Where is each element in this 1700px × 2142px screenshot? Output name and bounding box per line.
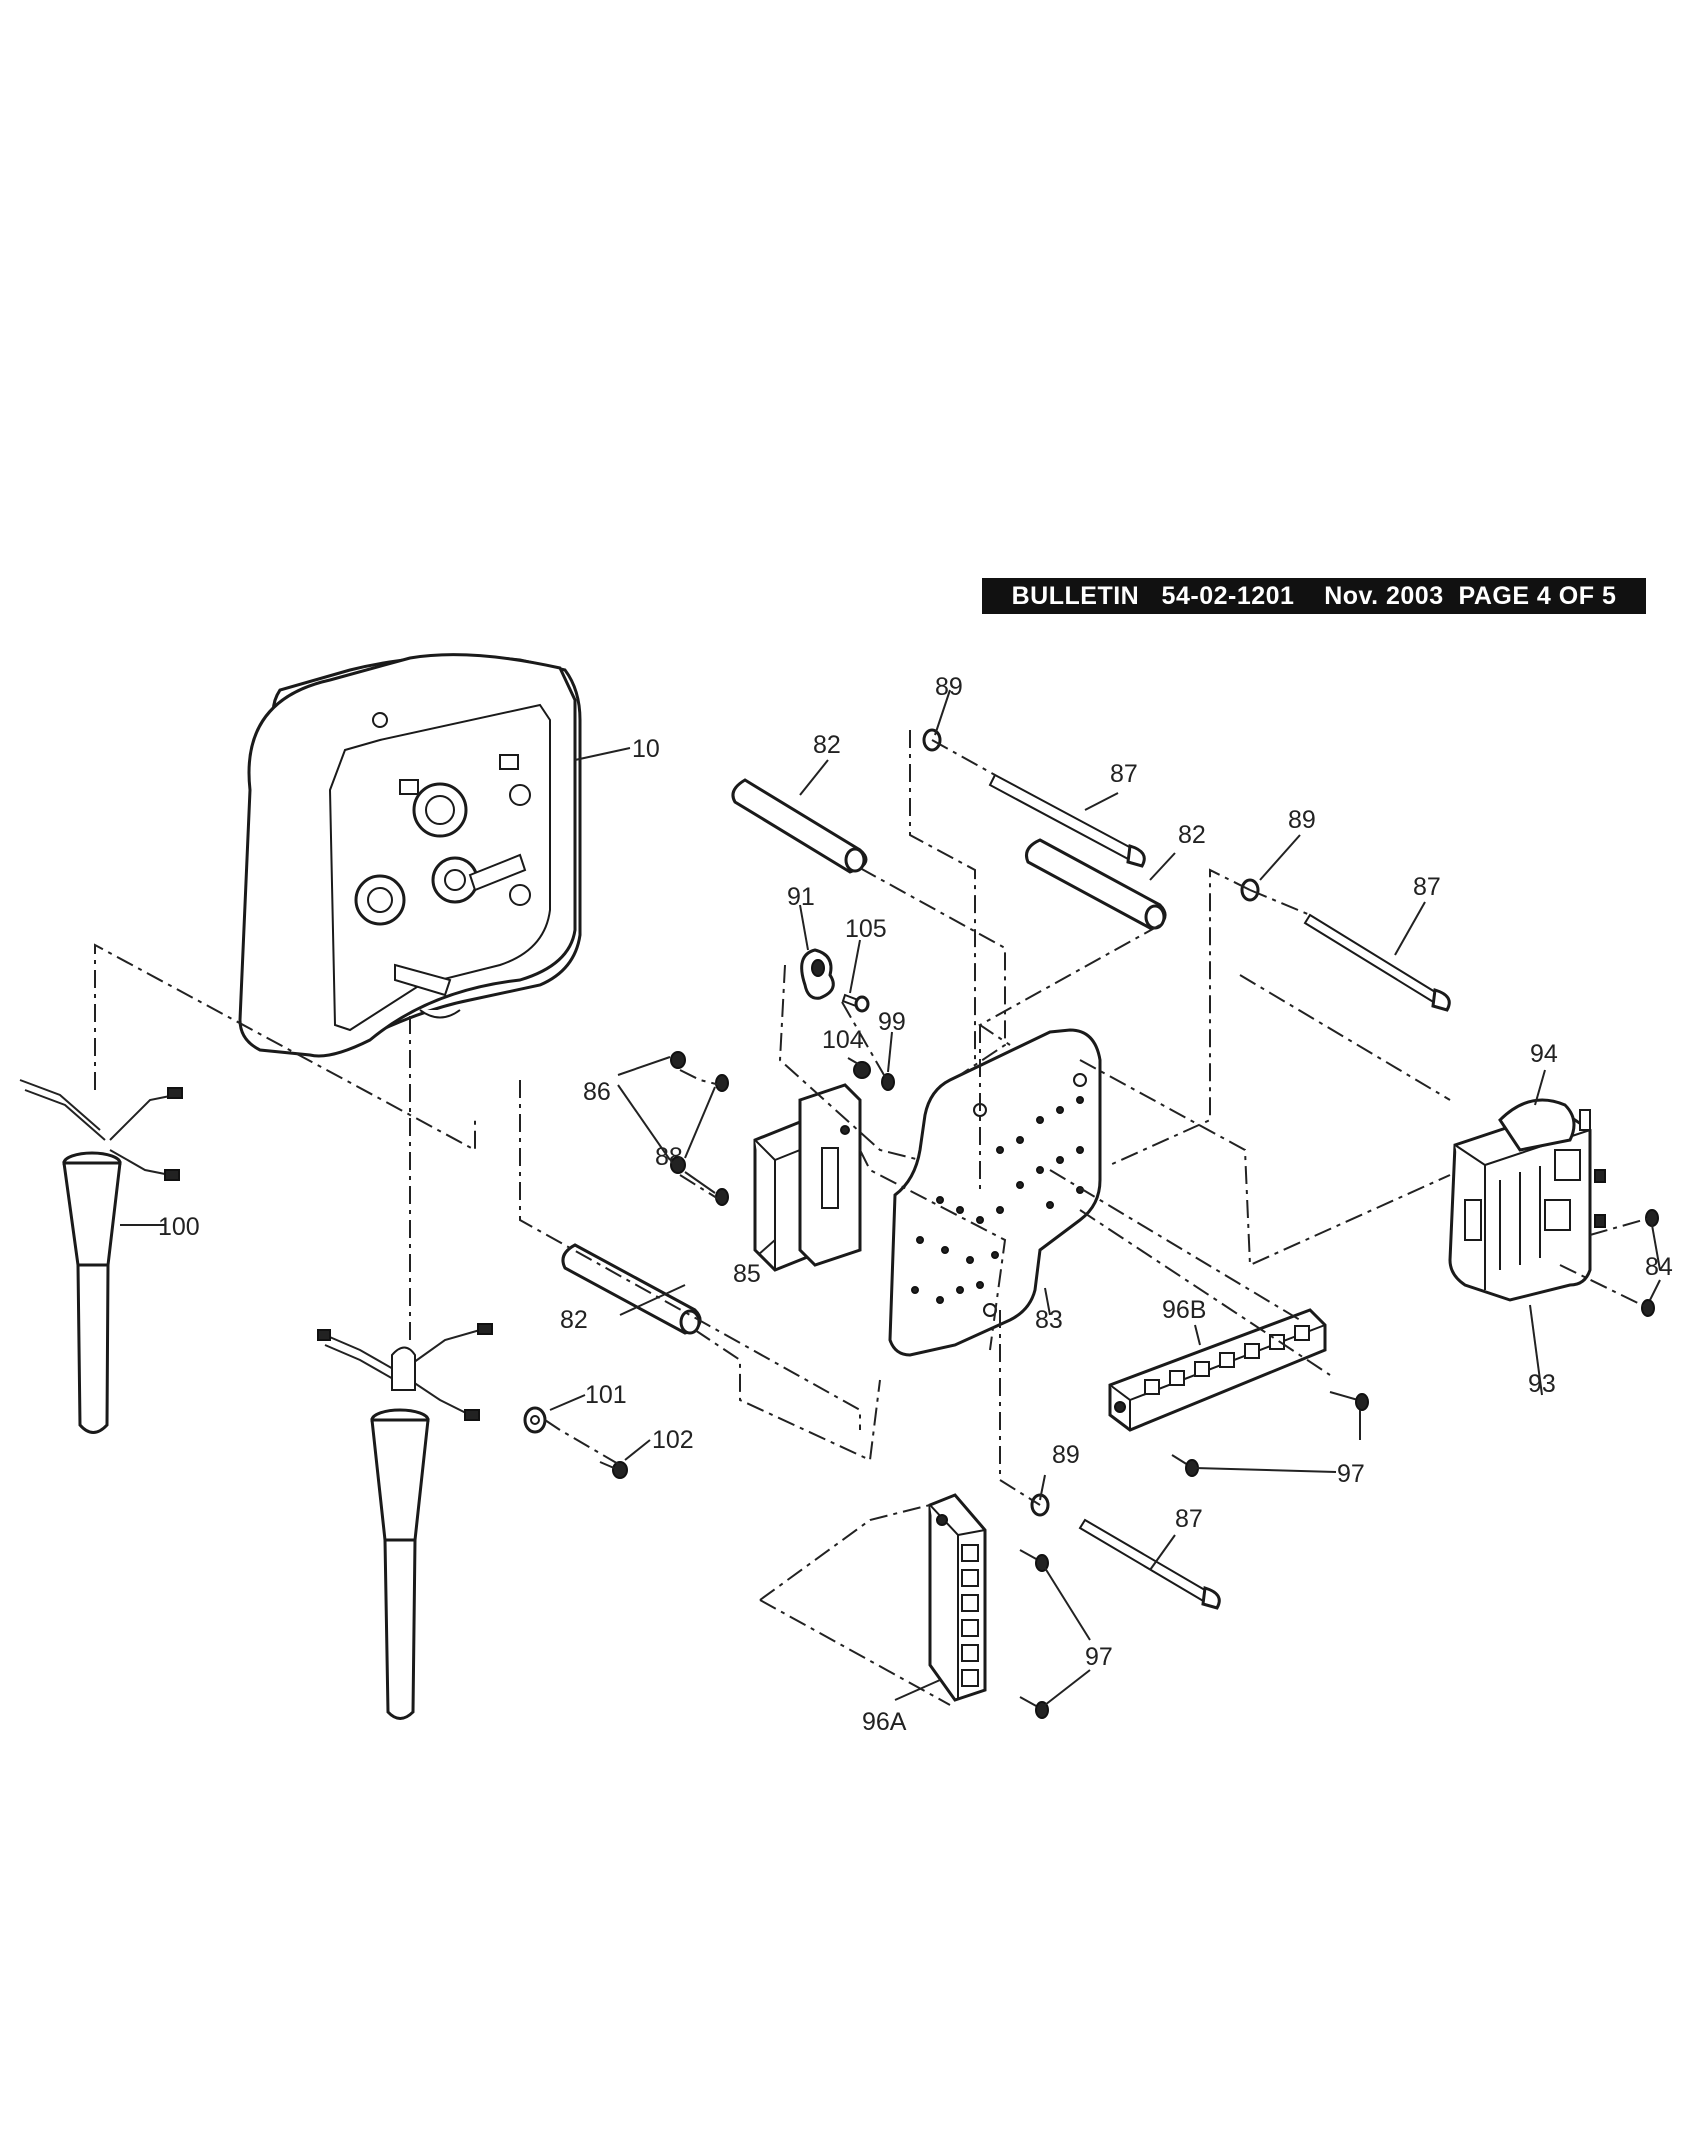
probe-assembly-center — [317, 1323, 493, 1720]
callout-100: 100 — [158, 1213, 200, 1241]
callout-89-bottom: 89 — [1052, 1441, 1080, 1469]
transformer-85 — [753, 1083, 862, 1272]
assembly-lines — [94, 730, 1651, 1706]
callout-82-right: 82 — [1178, 821, 1206, 849]
screw-97-b — [1171, 1454, 1199, 1477]
callout-99: 99 — [878, 1008, 906, 1036]
terminal-strip-96a — [928, 1493, 987, 1702]
rod-87-top — [988, 773, 1146, 868]
callout-101: 101 — [585, 1381, 627, 1409]
callout-104: 104 — [822, 1026, 864, 1054]
callout-93: 93 — [1528, 1370, 1556, 1398]
screw-105 — [841, 993, 870, 1013]
spacer-82-right — [1025, 838, 1167, 930]
callout-labels: 10 82 89 87 82 89 87 91 105 104 99 86 88… — [158, 673, 1673, 1736]
nut-104 — [853, 1061, 871, 1079]
board-holes — [911, 1073, 1087, 1317]
callout-88: 88 — [655, 1143, 683, 1171]
rod-87-bottom — [1078, 1518, 1221, 1610]
callout-102: 102 — [652, 1426, 694, 1454]
callout-85: 85 — [733, 1260, 761, 1288]
washer-88-top — [715, 1074, 729, 1092]
spacer-82-top — [731, 778, 868, 874]
callout-84: 84 — [1645, 1253, 1673, 1281]
screw-97-a — [1329, 1391, 1369, 1411]
callout-87-bottom: 87 — [1175, 1505, 1203, 1533]
housing-part-10 — [238, 653, 582, 1058]
callout-86: 86 — [583, 1078, 611, 1106]
terminal-strip-96b — [1108, 1308, 1327, 1432]
screw-97-c — [1019, 1549, 1049, 1572]
screw-86-bottom — [670, 1156, 686, 1174]
callout-82-bottom: 82 — [560, 1306, 588, 1334]
callout-82-top: 82 — [813, 731, 841, 759]
bulletin-header: BULLETIN 54-02-1201 Nov. 2003 PAGE 4 OF … — [982, 578, 1646, 614]
callout-96a: 96A — [862, 1708, 907, 1736]
callout-89-right: 89 — [1288, 806, 1316, 834]
leader-lines — [120, 689, 1661, 1706]
callout-97-bottom: 97 — [1085, 1643, 1113, 1671]
screw-84-bottom — [1641, 1299, 1655, 1317]
callout-96b: 96B — [1162, 1296, 1206, 1324]
callout-87-top: 87 — [1110, 760, 1138, 788]
callout-89-top: 89 — [935, 673, 963, 701]
callout-97-right: 97 — [1337, 1460, 1365, 1488]
callout-10: 10 — [632, 735, 660, 763]
callout-83: 83 — [1035, 1306, 1063, 1334]
callout-91: 91 — [787, 883, 815, 911]
screw-97-d — [1019, 1696, 1049, 1719]
probe-assembly-100 — [19, 1079, 183, 1434]
washer-101 — [523, 1406, 547, 1434]
callout-105: 105 — [845, 915, 887, 943]
spacer-82-bottom — [561, 1243, 702, 1335]
relay-coil-94 — [1498, 1098, 1591, 1152]
terminal-96a-screws — [961, 1544, 979, 1687]
screw-86-top — [670, 1051, 686, 1069]
terminal-96b-screws — [1144, 1325, 1310, 1395]
clamp-91 — [800, 948, 835, 1000]
callout-87-right: 87 — [1413, 873, 1441, 901]
washer-88-bottom — [715, 1188, 729, 1206]
circuit-board-83 — [888, 1028, 1102, 1357]
callout-94: 94 — [1530, 1040, 1558, 1068]
rod-87-right — [1303, 913, 1451, 1012]
screw-102 — [599, 1461, 628, 1479]
